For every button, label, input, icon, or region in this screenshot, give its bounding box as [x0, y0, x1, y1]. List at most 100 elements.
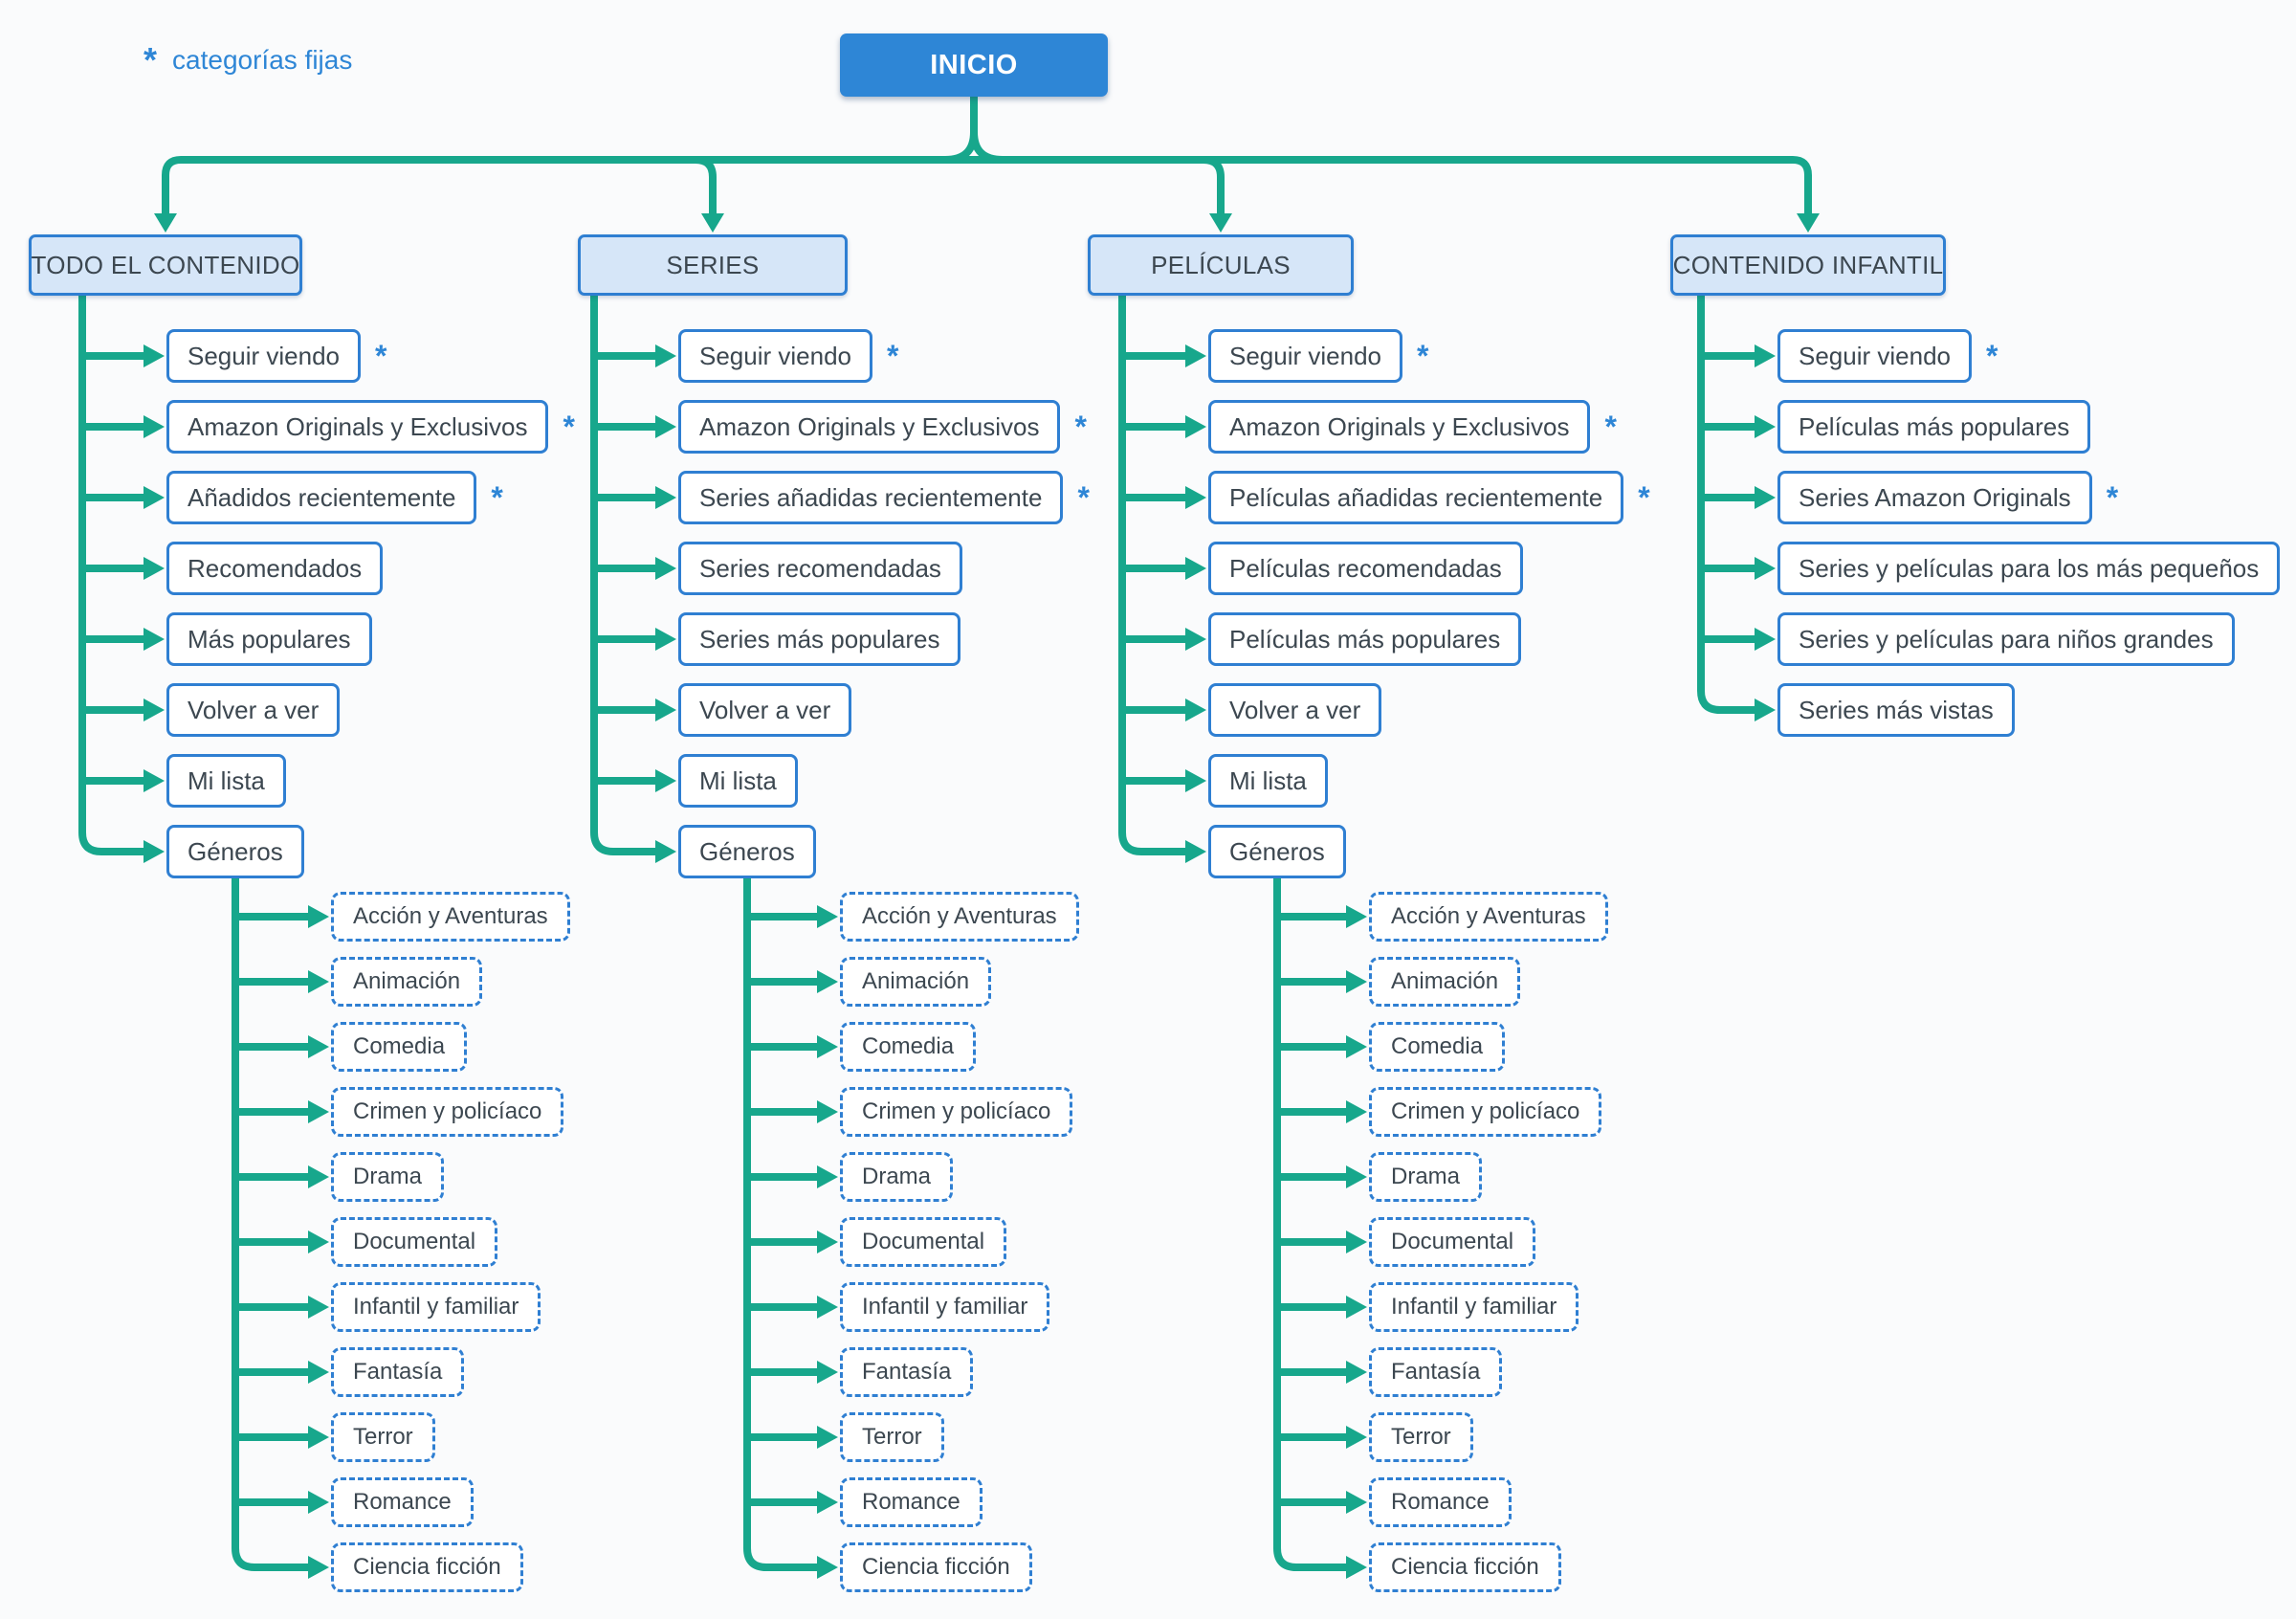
asterisk-icon: *: [1986, 338, 1998, 373]
arrowhead-right-icon: [308, 1361, 329, 1384]
tree-node-series-recomendadas: Series recomendadas: [678, 542, 962, 595]
connector-edge: [1118, 295, 1189, 855]
genre-node-accion-y-aventuras: Acción y Aventuras: [840, 892, 1079, 942]
arrowhead-right-icon: [308, 1426, 329, 1449]
tree-node-row-seguir-viendo: Seguir viendo*: [1208, 329, 1428, 383]
asterisk-icon: *: [1638, 479, 1650, 515]
tree-node-mi-lista: Mi lista: [1208, 754, 1328, 808]
tree-node-row-peliculas-mas-populares: Películas más populares: [1777, 400, 2091, 454]
arrowhead-right-icon: [1346, 1100, 1367, 1123]
arrowhead-right-icon: [308, 1556, 329, 1579]
arrowhead-right-icon: [655, 557, 676, 580]
connector-edge: [695, 156, 717, 216]
arrowhead-right-icon: [1346, 1426, 1367, 1449]
arrowhead-right-icon: [1755, 486, 1776, 509]
genre-node-terror: Terror: [331, 1412, 435, 1462]
tree-node-volver-a-ver: Volver a ver: [678, 683, 852, 737]
genre-node-ciencia-ficcion: Ciencia ficción: [1369, 1542, 1561, 1592]
tree-node-seguir-viendo: Seguir viendo: [166, 329, 361, 383]
asterisk-icon: *: [1077, 479, 1090, 515]
genre-node-romance: Romance: [331, 1477, 474, 1527]
connector-edge: [162, 156, 1812, 216]
column-header-peliculas: PELÍCULAS: [1088, 234, 1354, 296]
arrowhead-right-icon: [1346, 1165, 1367, 1188]
tree-node-series-anadidas-recientemente: Series añadidas recientemente: [678, 471, 1064, 524]
tree-node-row-generos: Géneros: [1208, 825, 1346, 878]
arrowhead-right-icon: [655, 699, 676, 721]
arrowhead-right-icon: [817, 905, 838, 928]
tree-node-row-peliculas-anadidas-recientemente: Películas añadidas recientemente*: [1208, 471, 1650, 524]
tree-node-seguir-viendo: Seguir viendo: [1208, 329, 1402, 383]
arrowhead-right-icon: [1185, 769, 1206, 792]
connector-edge: [944, 131, 978, 164]
column-header-series: SERIES: [578, 234, 848, 296]
tree-node-row-series-recomendadas: Series recomendadas: [678, 542, 962, 595]
tree-node-volver-a-ver: Volver a ver: [1208, 683, 1382, 737]
arrowhead-right-icon: [144, 699, 165, 721]
tree-node-peliculas-mas-populares: Películas más populares: [1208, 612, 1522, 666]
asterisk-icon: *: [1074, 409, 1087, 444]
arrowhead-right-icon: [1346, 1035, 1367, 1058]
arrowhead-right-icon: [1185, 486, 1206, 509]
genre-node-drama: Drama: [1369, 1152, 1483, 1202]
genre-node-romance: Romance: [840, 1477, 982, 1527]
arrowhead-right-icon: [1755, 344, 1776, 367]
tree-node-row-volver-a-ver: Volver a ver: [678, 683, 852, 737]
tree-node-row-generos: Géneros: [166, 825, 304, 878]
tree-node-seguir-viendo: Seguir viendo: [1777, 329, 1972, 383]
arrowhead-right-icon: [1346, 1556, 1367, 1579]
genre-node-terror: Terror: [1369, 1412, 1473, 1462]
arrowhead-right-icon: [1346, 1231, 1367, 1253]
genre-node-drama: Drama: [840, 1152, 954, 1202]
arrowhead-right-icon: [1346, 1491, 1367, 1514]
tree-node-generos: Géneros: [166, 825, 304, 878]
tree-node-generos: Géneros: [1208, 825, 1346, 878]
arrowhead-right-icon: [308, 1491, 329, 1514]
tree-node-generos: Géneros: [678, 825, 816, 878]
tree-node-row-mi-lista: Mi lista: [678, 754, 798, 808]
tree-node-anadidos-recientemente: Añadidos recientemente: [166, 471, 477, 524]
tree-node-row-series-anadidas-recientemente: Series añadidas recientemente *: [678, 471, 1090, 524]
asterisk-icon: *: [2106, 479, 2119, 515]
genre-node-romance: Romance: [1369, 1477, 1512, 1527]
tree-node-row-mi-lista: Mi lista: [1208, 754, 1328, 808]
arrowhead-right-icon: [817, 1100, 838, 1123]
tree-node-row-recomendados: Recomendados: [166, 542, 384, 595]
arrowhead-right-icon: [144, 769, 165, 792]
tree-node-row-anadidos-recientemente: Añadidos recientemente*: [166, 471, 503, 524]
arrowhead-right-icon: [655, 628, 676, 651]
arrowhead-right-icon: [655, 344, 676, 367]
asterisk-icon: *: [1604, 409, 1617, 444]
arrowhead-right-icon: [817, 1296, 838, 1319]
connector-edge: [1697, 295, 1758, 714]
tree-node-mas-populares: Más populares: [166, 612, 372, 666]
genre-node-fantasia: Fantasía: [1369, 1347, 1503, 1397]
arrowhead-right-icon: [308, 905, 329, 928]
arrowhead-right-icon: [144, 344, 165, 367]
genre-node-documental: Documental: [840, 1217, 1007, 1267]
tree-node-volver-a-ver: Volver a ver: [166, 683, 341, 737]
arrowhead-down-icon: [1797, 213, 1820, 233]
tree-node-row-amazon-originals-y-exclusivos: Amazon Originals y Exclusivos*: [166, 400, 575, 454]
asterisk-icon: *: [563, 409, 575, 444]
column-header-todo-el-contenido: TODO EL CONTENIDO: [29, 234, 302, 296]
tree-node-row-volver-a-ver: Volver a ver: [166, 683, 341, 737]
arrowhead-right-icon: [817, 1231, 838, 1253]
arrowhead-right-icon: [655, 415, 676, 438]
genre-node-animacion: Animación: [1369, 957, 1521, 1007]
tree-node-series-mas-vistas: Series más vistas: [1777, 683, 2015, 737]
tree-node-row-amazon-originals-y-exclusivos: Amazon Originals y Exclusivos*: [1208, 400, 1617, 454]
tree-node-seguir-viendo: Seguir viendo: [678, 329, 872, 383]
arrowhead-right-icon: [655, 486, 676, 509]
connector-edge: [1273, 876, 1350, 1571]
genre-node-documental: Documental: [331, 1217, 498, 1267]
tree-node-row-series-amazon-originals: Series Amazon Originals*: [1777, 471, 2118, 524]
genre-node-infantil-y-familiar: Infantil y familiar: [840, 1282, 1050, 1332]
column-header-contenido-infantil: CONTENIDO INFANTIL: [1670, 234, 1946, 296]
genre-node-animacion: Animación: [331, 957, 483, 1007]
tree-node-recomendados: Recomendados: [166, 542, 384, 595]
genre-node-fantasia: Fantasía: [331, 1347, 465, 1397]
asterisk-icon: *: [887, 338, 899, 373]
tree-node-row-mi-lista: Mi lista: [166, 754, 286, 808]
